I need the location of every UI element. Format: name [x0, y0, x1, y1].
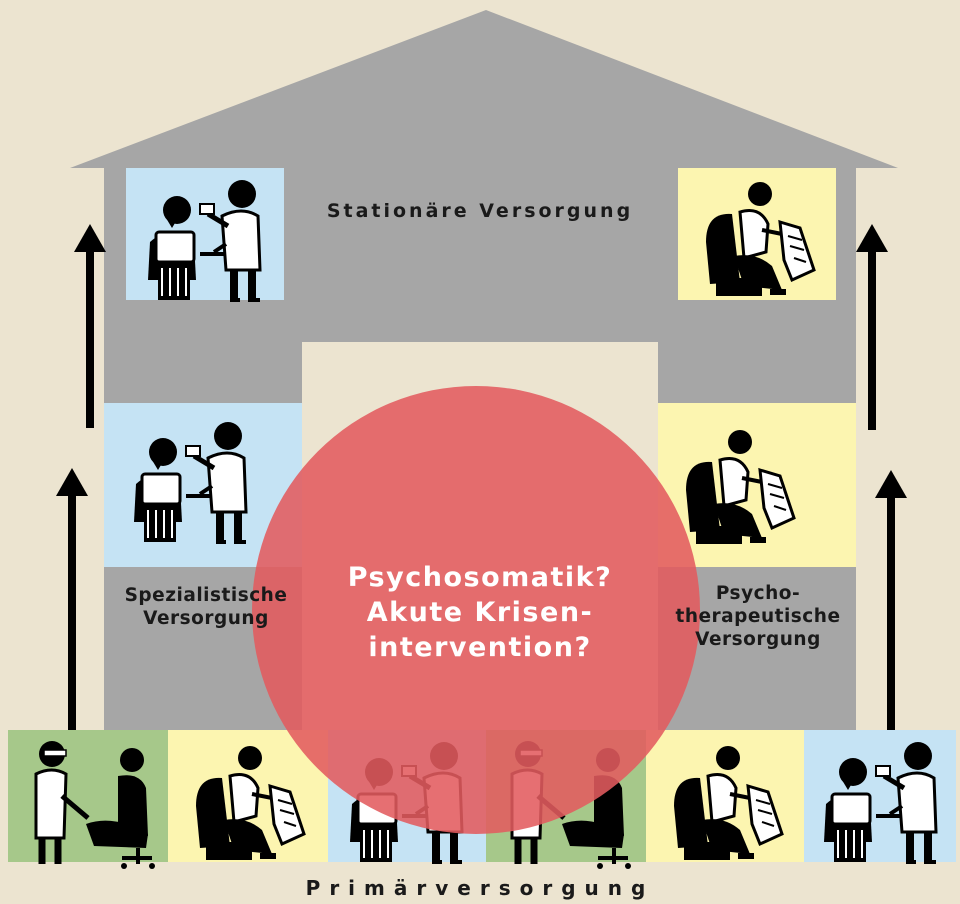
- arrow-right-high: [856, 224, 888, 430]
- arrow-left-high: [74, 224, 106, 428]
- label-specialist-line-2: Versorgung: [143, 608, 269, 630]
- arrow-left-low: [56, 468, 88, 730]
- panel-psychotherapy: [658, 403, 856, 567]
- label-psycho-line-1: Psycho-: [715, 583, 801, 604]
- label-primary-care: Primärversorgung: [305, 876, 655, 900]
- panel-stationary-doctor: [126, 168, 284, 300]
- label-circle-line-1: Psychosomatik?: [347, 562, 613, 593]
- label-circle-line-3: intervention?: [368, 632, 592, 664]
- label-psycho-line-2: therapeutische: [675, 606, 841, 628]
- label-psycho-line-3: Versorgung: [695, 629, 821, 651]
- label-circle-question: Psychosomatik? Akute Krisen- interventio…: [300, 560, 660, 665]
- house-roof: [70, 10, 898, 168]
- arrow-right-low: [875, 470, 907, 730]
- label-circle-line-2: Akute Krisen-: [366, 597, 594, 629]
- psychosomatic-circle: [252, 386, 700, 834]
- panel-stationary-patient: [678, 168, 836, 300]
- label-specialist-line-1: Spezialistische: [124, 585, 288, 606]
- label-psychotherapeutic-care: Psycho- therapeutische Versorgung: [660, 582, 856, 651]
- label-stationary-care: Stationäre Versorgung: [326, 200, 634, 222]
- label-specialist-care: Spezialistische Versorgung: [106, 584, 306, 630]
